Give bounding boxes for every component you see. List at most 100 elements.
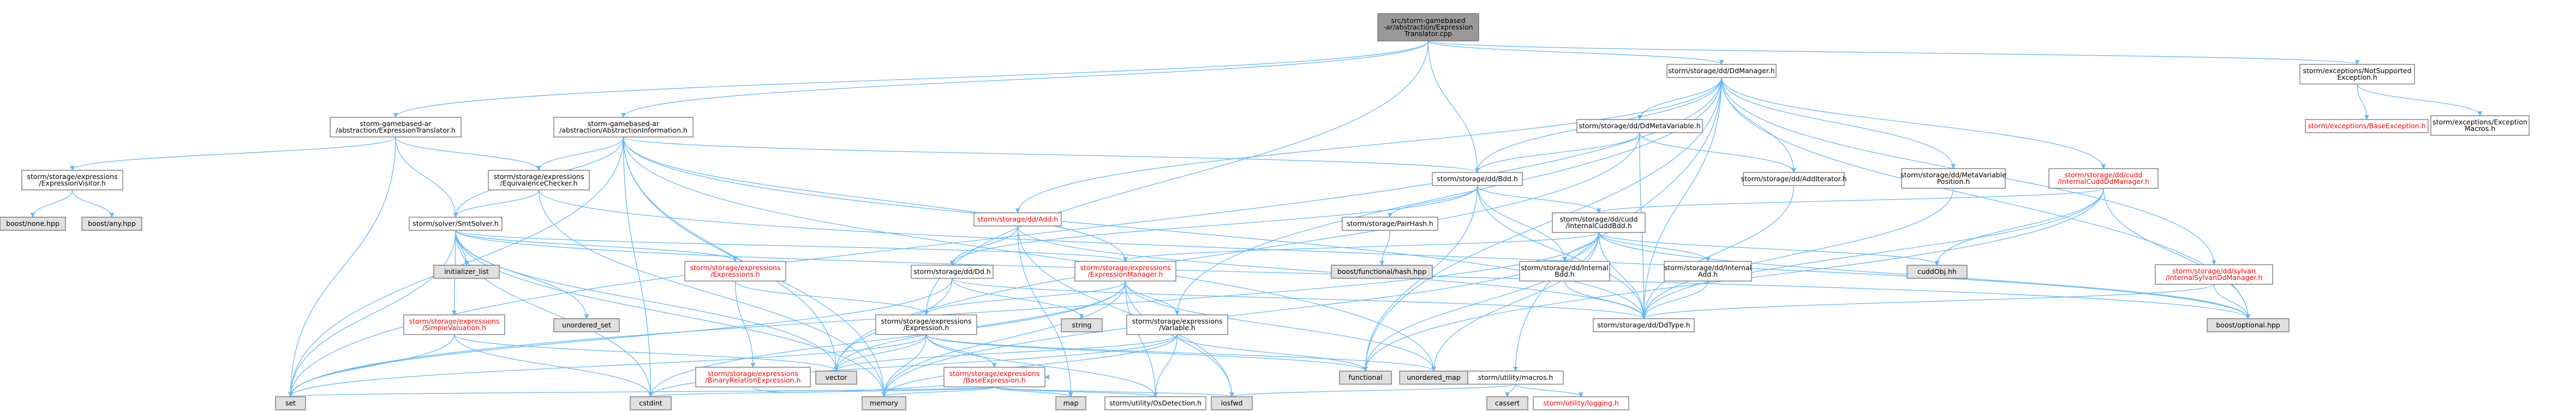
edge-exprsh-to-binrel <box>734 280 756 368</box>
edge-ddmetavar-to-ddaddit <box>1639 132 1796 173</box>
node-ddh[interactable]: storm/storage/dd/Dd.h <box>911 265 994 279</box>
node-box <box>2048 168 2159 189</box>
node-label: Position.h <box>1937 177 1970 186</box>
node-box <box>1906 265 1968 279</box>
node-ddtype[interactable]: storm/storage/dd/DdType.h <box>1593 318 1695 332</box>
node-label: storm/storage/dd/Add.h <box>977 215 1058 223</box>
node-label: string <box>1072 321 1092 329</box>
node-box <box>695 367 811 387</box>
edge-expression-to-unorderedmap <box>925 334 1436 372</box>
node-label: /InternalSylvanDdManager.h <box>2166 273 2262 282</box>
node-label: initializer_list <box>444 267 489 276</box>
edge-cuddbdd-to-functional <box>1362 232 1599 372</box>
node-baseexpr[interactable]: storm/storage/expressions/BaseExpression… <box>943 367 1045 387</box>
node-label: Bdd.h <box>1555 270 1574 278</box>
node-label: storm/storage/dd/DdType.h <box>1597 321 1690 329</box>
node-label: storm/storage/expressions <box>949 369 1039 378</box>
edge-absinfo-to-vector <box>623 136 839 372</box>
node-initlist[interactable]: initializer_list <box>433 265 500 279</box>
node-box <box>488 170 590 190</box>
node-simpleval[interactable]: storm/storage/expressions/SimpleValuatio… <box>403 314 505 335</box>
node-cstdint[interactable]: cstdint <box>630 396 672 410</box>
node-sylvanmgr[interactable]: storm/storage/dd/sylvan/InternalSylvanDd… <box>2155 264 2273 285</box>
edge-baseexpr-to-osdetection <box>994 386 1158 397</box>
edge-simpleval-to-vector <box>453 334 839 372</box>
node-box <box>1519 261 1610 282</box>
edge-internaladd-to-ddtype <box>1641 280 1708 319</box>
node-ddaddit[interactable]: storm/storage/dd/AddIterator.h <box>1741 172 1847 186</box>
node-binrel[interactable]: storm/storage/expressions/BinaryRelation… <box>695 367 811 387</box>
node-vector[interactable]: vector <box>815 371 857 385</box>
node-ddmanager[interactable]: storm/storage/dd/DdManager.h <box>1666 64 1777 78</box>
node-cuddmgr[interactable]: storm/storage/dd/cudd/InternalCuddDdMana… <box>2048 168 2159 189</box>
node-string[interactable]: string <box>1061 318 1103 332</box>
node-box <box>2299 64 2415 85</box>
node-functional[interactable]: functional <box>1339 371 1392 385</box>
edge-bdd-to-ddtype <box>1477 185 1647 319</box>
node-label: src/storm-gamebased <box>1391 16 1465 25</box>
node-box <box>403 314 505 335</box>
edge-add-to-ddh <box>949 225 1018 266</box>
node-exprsh[interactable]: storm/storage/expressions/Expressions.h <box>684 261 786 282</box>
node-add[interactable]: storm/storage/dd/Add.h <box>973 212 1062 226</box>
node-variable[interactable]: storm/storage/expressions/Variable.h <box>1126 314 1228 335</box>
node-iosfwd[interactable]: iosfwd <box>1211 396 1253 410</box>
node-cassert[interactable]: cassert <box>1486 396 1528 410</box>
node-exprtrans[interactable]: storm-gamebased-ar/abstraction/Expressio… <box>330 117 462 138</box>
node-set[interactable]: set <box>275 396 306 410</box>
node-label: vector <box>826 373 848 381</box>
node-osdetection[interactable]: storm/utility/OsDetection.h <box>1104 396 1206 410</box>
node-boostoptional[interactable]: boost/optional.hpp <box>2207 318 2290 332</box>
node-unorderedset[interactable]: unordered_set <box>553 318 620 332</box>
node-logging[interactable]: storm/utility/logging.h <box>1533 396 1629 410</box>
node-box <box>1055 396 1086 410</box>
node-unorderedmap[interactable]: unordered_map <box>1399 371 1468 385</box>
node-exprvisitor[interactable]: storm/storage/expressions/ExpressionVisi… <box>21 170 123 190</box>
edge-exprvisitor-to-boostany <box>71 189 115 218</box>
edge-expression-to-baseexpr <box>925 334 997 368</box>
edge-ddmanager-to-ddmetavar <box>1637 77 1722 120</box>
edge-root-to-exprtrans <box>393 40 1429 118</box>
node-cuddbdd[interactable]: storm/storage/dd/cudd/InternalCuddBdd.h <box>1552 212 1646 233</box>
node-label: storm/storage/expressions <box>1080 264 1170 272</box>
node-root[interactable]: src/storm-gamebased-ar/abstraction/Expre… <box>1377 13 1479 41</box>
node-cuddobj[interactable]: cuddObj.hh <box>1906 265 1968 279</box>
edge-ddmanager-to-cuddmgr <box>1721 77 2106 169</box>
node-boostany[interactable]: boost/any.hpp <box>81 217 142 231</box>
node-exprmgr[interactable]: storm/storage/expressions/ExpressionMana… <box>1074 261 1176 282</box>
node-smtsolver[interactable]: storm/solver/SmtSolver.h <box>409 217 503 231</box>
node-memory[interactable]: memory <box>862 396 906 410</box>
node-equivchecker[interactable]: storm/storage/expressions/EquivalenceChe… <box>488 170 590 190</box>
node-bdd[interactable]: storm/storage/dd/Bdd.h <box>1432 172 1523 186</box>
edge-macros-to-logging <box>1515 384 1583 397</box>
node-ddmetavar[interactable]: storm/storage/dd/DdMetaVariable.h <box>1576 119 1703 133</box>
node-label: /InternalCuddDdManager.h <box>2058 177 2149 186</box>
node-boostnone[interactable]: boost/none.hpp <box>0 217 66 231</box>
edge-sylvanmgr-to-boostoptional <box>2213 284 2251 319</box>
node-label: storm/exceptions/BaseException.h <box>2308 122 2425 130</box>
node-expression[interactable]: storm/storage/expressions/Expression.h <box>875 314 977 335</box>
edge-variable-to-cstdint <box>648 334 1178 397</box>
node-boosthash[interactable]: boost/functional/hash.hpp <box>1331 265 1433 279</box>
node-absinfo[interactable]: storm-gamebased-ar/abstraction/Abstracti… <box>553 117 694 138</box>
node-label: /Variable.h <box>1159 324 1196 332</box>
node-label: -ar/abstraction/Expression <box>1383 23 1473 31</box>
node-box <box>553 117 694 138</box>
node-pairhash[interactable]: storm/storage/PairHash.h <box>1342 217 1438 231</box>
node-macros[interactable]: storm/utility/macros.h <box>1467 371 1564 385</box>
edge-cuddmgr-to-boostoptional <box>2103 188 2251 319</box>
node-baseexc[interactable]: storm/exceptions/BaseException.h <box>2305 119 2429 133</box>
edge-ddh-to-ddtype <box>952 278 1646 319</box>
node-label: /Expressions.h <box>710 270 760 278</box>
node-label: iosfwd <box>1221 399 1243 407</box>
node-map[interactable]: map <box>1055 396 1086 410</box>
edge-cuddbdd-to-ddtype <box>1598 232 1647 319</box>
edge-exprmgr-to-unorderedmap <box>1125 280 1436 372</box>
node-label: storm/storage/dd/Bdd.h <box>1437 175 1518 183</box>
